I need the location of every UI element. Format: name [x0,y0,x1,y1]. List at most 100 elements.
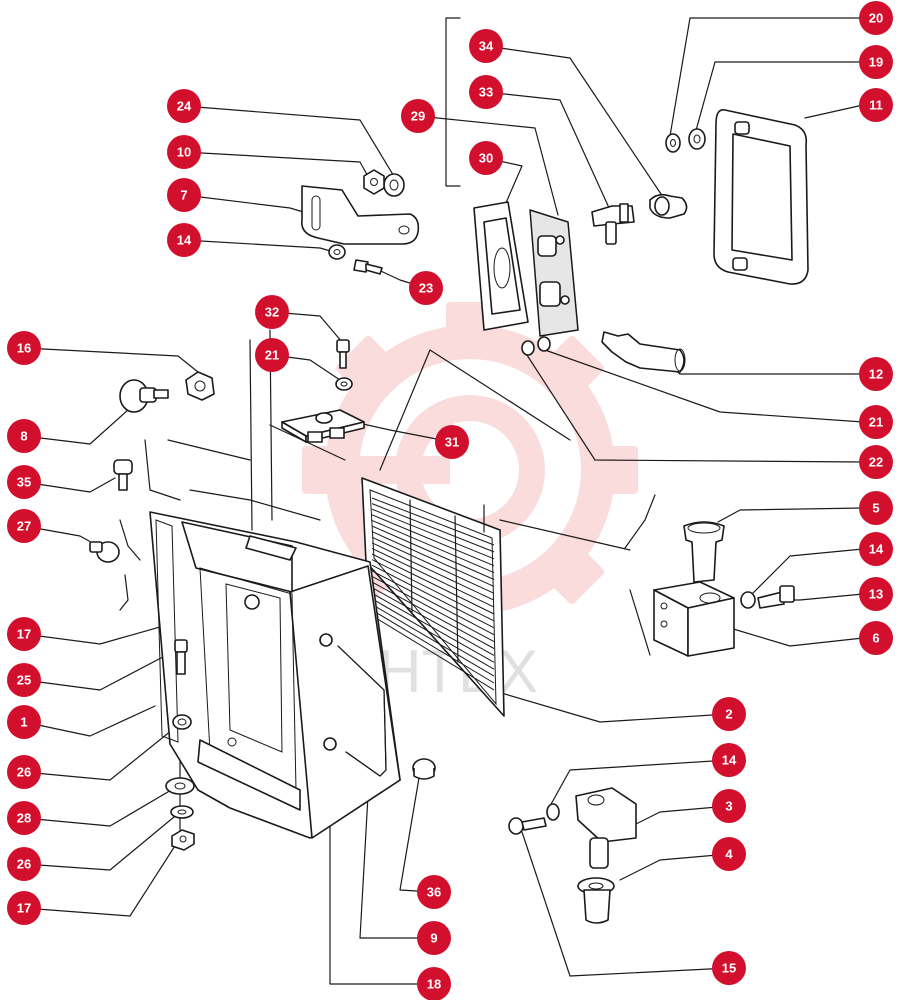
callout-6-badge: 6 [859,621,893,655]
callout-circle [712,837,746,871]
callout-35-badge: 35 [7,465,41,499]
bushing-24-icon [383,173,405,197]
callout-circle [859,45,893,79]
callout-circle [167,135,201,169]
callout-label: 5 [872,501,879,516]
callout-circle [435,425,469,459]
plate-31-icon [281,409,365,443]
nut-10-icon [363,169,385,195]
callout-22-badge: 22 [859,445,893,479]
callout-label: 31 [445,435,459,450]
spacer-34-icon [649,193,688,219]
callout-26-badge: 26 [7,755,41,789]
callout-circle [167,223,201,257]
callout-19-badge: 19 [859,45,893,79]
nut-17b-icon [171,829,195,851]
callout-circle [401,99,435,133]
callout-13-badge: 13 [859,577,893,611]
washer-21-icon [335,377,353,391]
callout-circle [167,178,201,212]
callout-15-badge: 15 [712,951,746,985]
callout-31-badge: 31 [435,425,469,459]
callout-circle [859,532,893,566]
washer-19-icon [688,128,706,150]
fitting-33-icon [591,203,635,245]
callout-14-badge: 14 [167,223,201,257]
callout-9-badge: 9 [417,921,451,955]
callout-circle [7,465,41,499]
knob-8-icon [119,379,169,413]
callout-label: 1 [20,715,27,730]
plug-36-icon [412,758,436,780]
callout-circle [7,847,41,881]
callout-label: 28 [17,811,31,826]
callout-7-badge: 7 [167,178,201,212]
callout-circle [167,89,201,123]
callout-25-badge: 25 [7,663,41,697]
callout-11-badge: 11 [859,88,893,122]
callout-label: 24 [177,99,192,114]
callout-circle [859,1,893,35]
callout-8-badge: 8 [7,419,41,453]
callout-14-badge: 14 [859,532,893,566]
bracket-7-icon [301,185,420,245]
callout-16-badge: 16 [7,331,41,365]
callout-34-badge: 34 [469,29,503,63]
washer-14-icon [328,244,346,260]
plug-27-icon [89,541,120,563]
callout-27-badge: 27 [7,509,41,543]
callout-label: 30 [479,151,493,166]
callout-label: 25 [17,673,31,688]
callout-circle [7,419,41,453]
callout-circle [712,743,746,777]
callout-circle [859,445,893,479]
callout-label: 2 [725,707,732,722]
callout-1-badge: 1 [7,705,41,739]
callout-circle [469,29,503,63]
callout-circle [7,617,41,651]
screw-23-icon [353,259,383,275]
washer-20-icon [665,133,681,153]
callout-label: 21 [265,348,279,363]
washer-26-icon [172,714,192,730]
callout-label: 36 [427,885,441,900]
callout-label: 20 [869,11,883,26]
callout-circle [7,801,41,835]
block-6-icon [653,581,735,657]
callout-label: 19 [869,55,883,70]
callout-label: 18 [427,977,441,992]
handle-11-icon [713,108,809,285]
callout-label: 22 [869,455,883,470]
sleeve-5-icon [683,521,725,583]
callout-label: 6 [872,631,879,646]
callout-label: 14 [177,233,192,248]
watermark-gear-icon [302,302,638,638]
callout-label: 12 [869,367,883,382]
callout-label: 10 [177,145,191,160]
callout-circle [859,491,893,525]
callout-label: 26 [17,765,31,780]
washer-22-icon [521,340,535,356]
callout-23-badge: 23 [409,271,443,305]
callout-circle [7,331,41,365]
terminal-block-29-icon [529,209,579,337]
callout-label: 9 [430,931,437,946]
washer-21b-icon [537,336,551,352]
callout-14-badge: 14 [712,743,746,777]
callout-32-badge: 32 [255,295,289,329]
callout-label: 15 [722,961,736,976]
callout-label: 4 [725,847,733,862]
sleeve-4-icon [577,877,615,924]
callout-circle [469,75,503,109]
callout-20-badge: 20 [859,1,893,35]
callout-3-badge: 3 [712,789,746,823]
callout-circle [7,755,41,789]
callout-label: 27 [17,519,31,534]
callout-circle [712,697,746,731]
washer-14b-icon [740,591,756,609]
bolt-15-icon [508,817,547,835]
rod-9-icon [337,645,387,777]
callout-label: 14 [869,542,884,557]
